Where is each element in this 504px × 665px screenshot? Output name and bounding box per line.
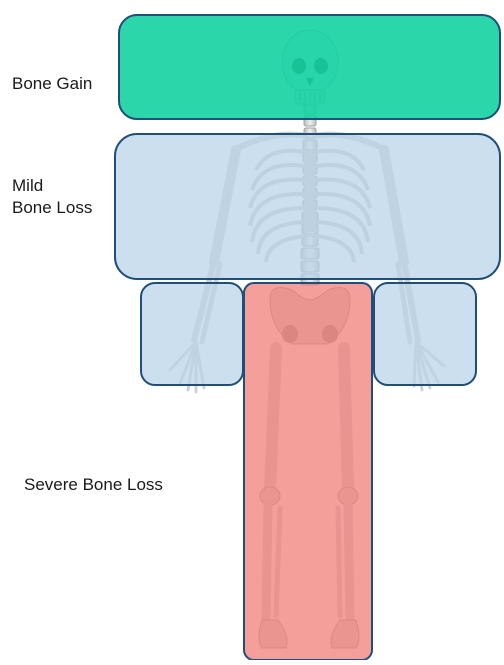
region-overlays	[115, 15, 500, 660]
mild-bone-loss-label: Mild Bone Loss	[12, 175, 92, 219]
severe-bone-loss-region	[244, 283, 372, 660]
mild-bone-loss-left-hand-region	[141, 283, 243, 385]
bone-gain-region	[119, 15, 500, 119]
mild-bone-loss-label-line2: Bone Loss	[12, 197, 92, 219]
mild-bone-loss-right-hand-region	[374, 283, 476, 385]
bone-gain-label: Bone Gain	[12, 73, 92, 95]
mild-bone-loss-label-line1: Mild	[12, 175, 92, 197]
severe-bone-loss-label: Severe Bone Loss	[24, 474, 163, 496]
mild-bone-loss-region	[115, 134, 500, 279]
